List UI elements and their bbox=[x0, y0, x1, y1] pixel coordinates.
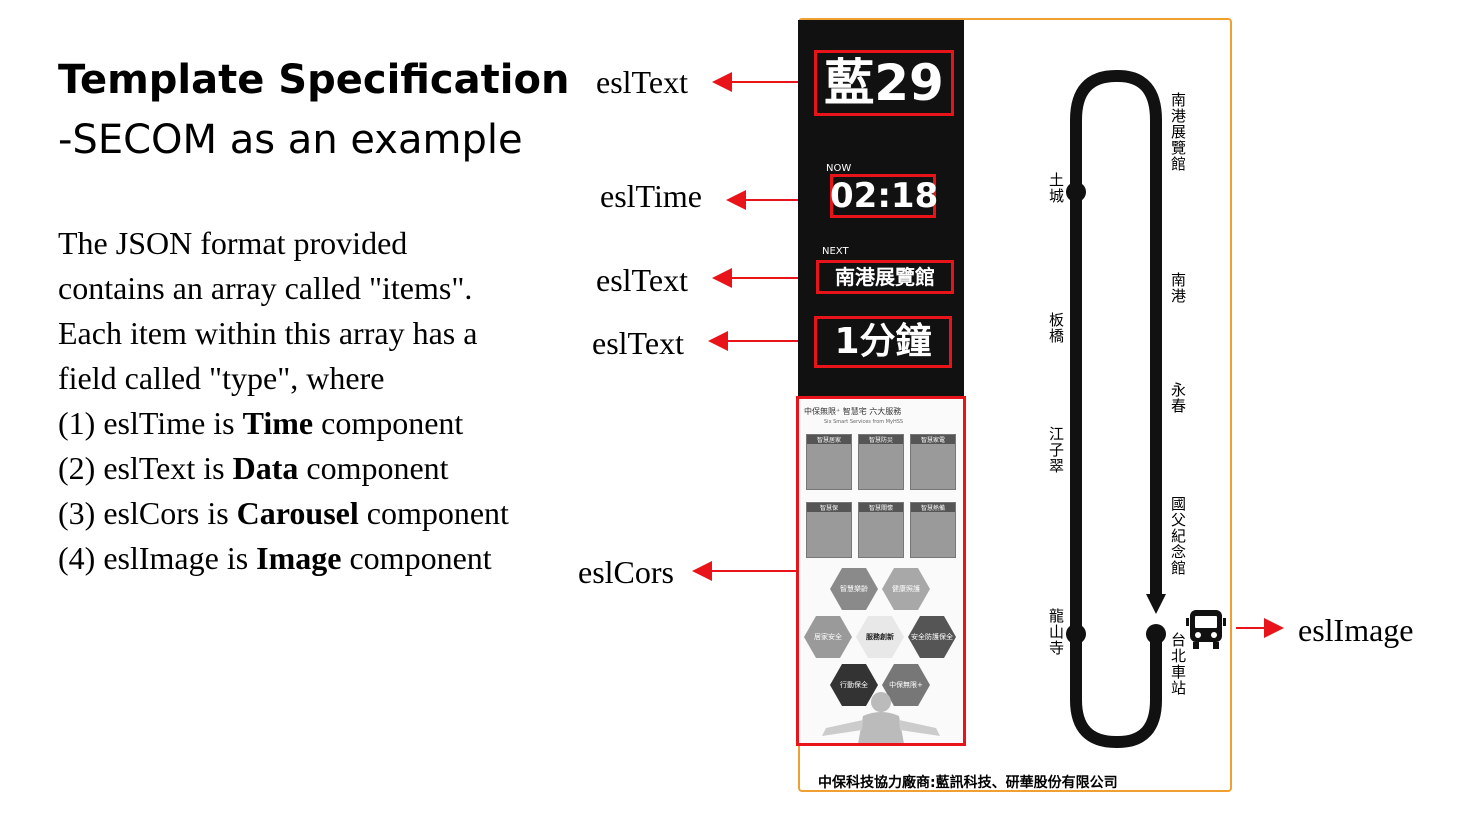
next-stop: 南港展覽館 bbox=[835, 265, 935, 289]
time-highlight bbox=[830, 174, 936, 218]
stop-label: 板橋 bbox=[1047, 312, 1065, 344]
description-line: field called "type", where bbox=[58, 360, 385, 396]
component-item-data: (2) eslText is Data component bbox=[58, 450, 449, 486]
stop-label: 土城 bbox=[1047, 172, 1065, 204]
service-tile: 智慧保 bbox=[806, 502, 852, 558]
carousel-subheader: Six Smart Services from MyHSS bbox=[824, 419, 904, 425]
description: The JSON format provided contains an arr… bbox=[58, 221, 618, 581]
page-subtitle: -SECOM as an example bbox=[58, 117, 523, 163]
stop-label: 江子翠 bbox=[1047, 426, 1065, 474]
callout-eta-text: eslText bbox=[592, 325, 684, 361]
service-tile: 智慧家電 bbox=[910, 434, 956, 490]
service-tile: 智慧熱備 bbox=[910, 502, 956, 558]
service-hex: 智慧樂齡 bbox=[830, 568, 878, 610]
stop-label: 龍山寺 bbox=[1047, 608, 1065, 656]
callout-carousel: eslCors bbox=[578, 554, 674, 590]
service-hex: 安全防護保全 bbox=[908, 616, 956, 658]
now-label: NOW bbox=[826, 163, 852, 174]
component-item-carousel: (3) eslCors is Carousel component bbox=[58, 495, 509, 531]
bus-icon bbox=[1186, 610, 1226, 649]
component-item-image: (4) eslImage is Image component bbox=[58, 540, 492, 576]
sign-dark-panel bbox=[798, 20, 964, 396]
callout-image: eslImage bbox=[1298, 612, 1414, 648]
description-line: Each item within this array has a bbox=[58, 315, 478, 351]
callout-route-text: eslText bbox=[596, 64, 688, 100]
service-tile: 智慧居家 bbox=[806, 434, 852, 490]
carousel-header: 中保無限⁺ 智慧宅 六大服務 bbox=[804, 407, 902, 416]
eta-highlight bbox=[814, 316, 952, 368]
route-map bbox=[1066, 70, 1166, 748]
page-title: Template Specification bbox=[58, 57, 570, 103]
callout-next-text: eslText bbox=[596, 262, 688, 298]
service-tile: 智慧防災 bbox=[858, 434, 904, 490]
service-hex: 行動保全 bbox=[830, 664, 878, 706]
route-highlight bbox=[814, 50, 954, 116]
callout-time: eslTime bbox=[600, 178, 702, 214]
route-number: 藍29 bbox=[824, 54, 944, 112]
stop-label: 永春 bbox=[1169, 382, 1187, 414]
description-line: contains an array called "items". bbox=[58, 270, 473, 306]
stop-label: 南港 bbox=[1169, 272, 1187, 304]
next-stop-highlight bbox=[816, 260, 954, 294]
stop-label: 台北車站 bbox=[1169, 632, 1187, 696]
service-hex: 健康照護 bbox=[882, 568, 930, 610]
description-line: The JSON format provided bbox=[58, 225, 408, 261]
stop-label: 南港展覽館 bbox=[1169, 92, 1187, 172]
carousel-panel: 中保無限⁺ 智慧宅 六大服務 Six Smart Services from M… bbox=[798, 398, 964, 744]
sign-footer: 中保科技協力廠商:藍訊科技、研華股份有限公司 bbox=[818, 775, 1118, 791]
presenter-figure bbox=[822, 692, 940, 744]
eta: 1分鐘 bbox=[834, 321, 932, 362]
service-tile: 智慧關懷 bbox=[858, 502, 904, 558]
next-label: NEXT bbox=[822, 246, 849, 257]
service-hex-center: 服務創新 bbox=[856, 616, 904, 658]
service-hex: 居家安全 bbox=[804, 616, 852, 658]
carousel-highlight bbox=[796, 396, 966, 746]
stop-label: 國父紀念館 bbox=[1169, 496, 1187, 576]
current-time: 02:18 bbox=[830, 176, 939, 216]
component-item-time: (1) eslTime is Time component bbox=[58, 405, 464, 441]
